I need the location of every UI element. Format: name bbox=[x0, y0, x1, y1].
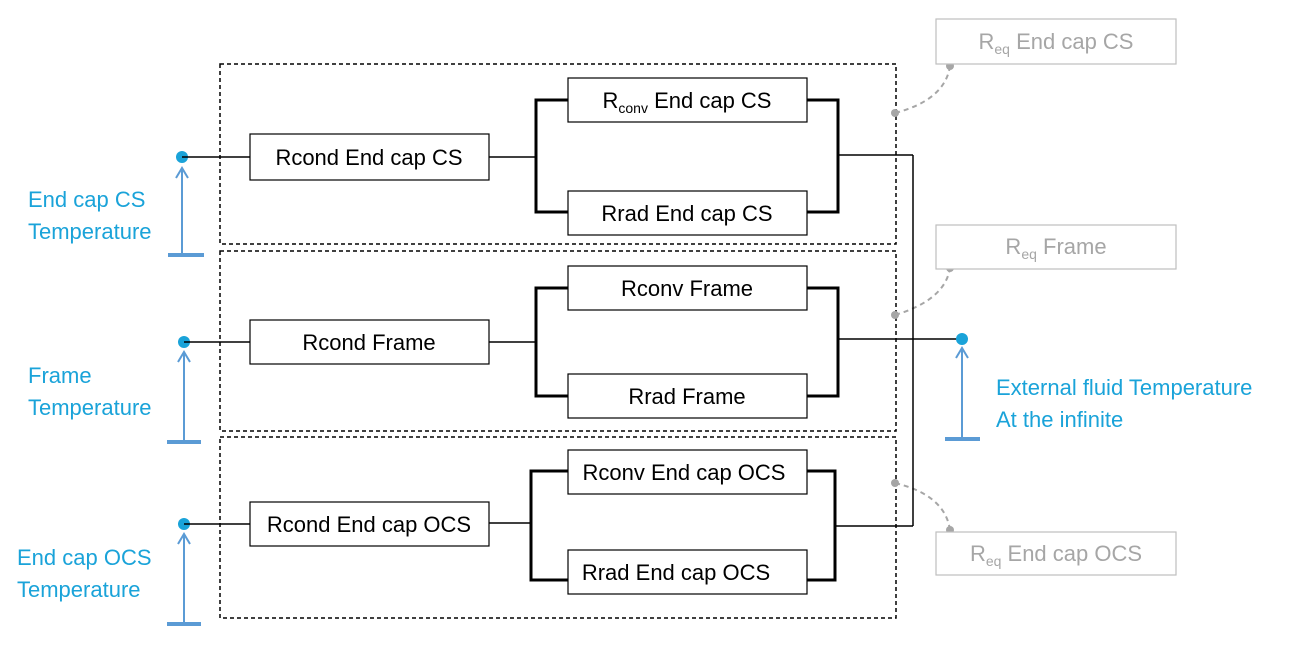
parallel-bracket-left bbox=[529, 469, 568, 582]
rcond-box[interactable] bbox=[249, 501, 490, 547]
rcond-label: Rcond End cap CS bbox=[275, 145, 462, 170]
parallel-bracket-left bbox=[534, 98, 568, 214]
arrow-head bbox=[177, 350, 191, 363]
dashed-group-box bbox=[219, 250, 897, 432]
parallel-bracket-right bbox=[807, 98, 840, 214]
arrow-head bbox=[955, 346, 969, 359]
parallel-bracket-right bbox=[807, 286, 840, 398]
external-label-line2: At the infinite bbox=[996, 407, 1124, 432]
rrad-box[interactable] bbox=[567, 190, 808, 236]
group-end-cap-ocs: Rcond End cap OCS Rconv End cap OCS Rrad… bbox=[167, 436, 1177, 626]
temp-label-end-cap-ocs: End cap OCS Temperature bbox=[17, 542, 152, 606]
req-label: Req Frame bbox=[1005, 234, 1106, 262]
parallel-bracket-left bbox=[534, 286, 568, 398]
rconv-box[interactable] bbox=[567, 449, 808, 495]
leader-dot bbox=[891, 109, 899, 117]
temp-label-line1: End cap CS bbox=[28, 187, 146, 212]
rrad-box[interactable] bbox=[567, 549, 808, 595]
temp-label-line2: Temperature bbox=[28, 219, 152, 244]
rconv-label: Rconv End cap CS bbox=[603, 88, 772, 116]
req-box[interactable] bbox=[935, 531, 1177, 576]
temp-label-frame: Frame Temperature bbox=[28, 360, 152, 424]
req-box[interactable] bbox=[935, 224, 1177, 270]
req-leader bbox=[894, 482, 951, 531]
group-end-cap-cs: Rcond End cap CS Rconv End cap CS Rrad E… bbox=[168, 18, 1177, 257]
req-leader bbox=[894, 65, 951, 114]
rrad-label: Rrad Frame bbox=[628, 384, 745, 409]
rconv-label: Rconv Frame bbox=[621, 276, 753, 301]
external-temperature-node bbox=[956, 333, 968, 345]
temp-label-line1: Frame bbox=[28, 363, 92, 388]
dashed-group-box bbox=[219, 63, 897, 245]
leader-dot bbox=[891, 479, 899, 487]
external-label-line1: External fluid Temperature bbox=[996, 375, 1253, 400]
external-node-group bbox=[912, 155, 980, 526]
req-label: Req End cap CS bbox=[979, 29, 1134, 57]
rrad-box[interactable] bbox=[567, 373, 808, 419]
rcond-label: Rcond Frame bbox=[302, 330, 435, 355]
arrow-head bbox=[177, 532, 191, 545]
temp-label-line1: End cap OCS bbox=[17, 545, 152, 570]
arrow-head bbox=[175, 166, 189, 179]
req-box[interactable] bbox=[935, 18, 1177, 65]
rcond-label: Rcond End cap OCS bbox=[267, 512, 471, 537]
rrad-label: Rrad End cap OCS bbox=[582, 560, 770, 585]
rconv-box[interactable] bbox=[567, 77, 808, 123]
temp-label-line2: Temperature bbox=[17, 577, 141, 602]
temp-label-line2: Temperature bbox=[28, 395, 152, 420]
group-frame: Rcond Frame Rconv Frame Rrad Frame Req F… bbox=[167, 224, 1177, 444]
rconv-label: Rconv End cap OCS bbox=[583, 460, 786, 485]
leader-dot bbox=[891, 311, 899, 319]
temp-label-end-cap-cs: End cap CS Temperature bbox=[28, 184, 152, 248]
rrad-label: Rrad End cap CS bbox=[601, 201, 772, 226]
parallel-bracket-right bbox=[807, 469, 837, 582]
external-temperature-label: External fluid Temperature At the infini… bbox=[996, 372, 1252, 436]
req-leader bbox=[894, 267, 951, 316]
dashed-group-box bbox=[219, 436, 897, 619]
req-label: Req End cap OCS bbox=[970, 541, 1142, 569]
rconv-box[interactable] bbox=[567, 265, 808, 311]
